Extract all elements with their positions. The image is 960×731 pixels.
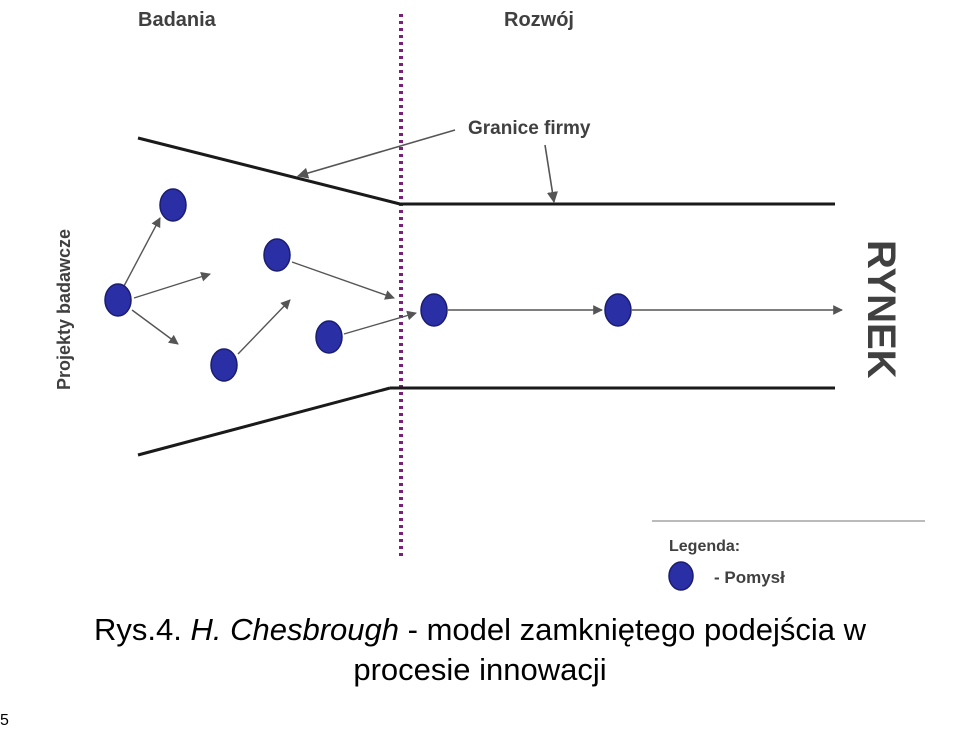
caption-line2-text: procesie innowacji [353, 652, 607, 687]
development-header: Rozwój [504, 9, 574, 31]
caption-line1-rest: - model zamkniętego podejścia w [399, 612, 866, 647]
ideas [104, 188, 632, 382]
legend-title: Legenda: [669, 538, 740, 555]
idea-dot [104, 283, 132, 317]
arrow-idea1-right [133, 271, 211, 299]
arrow-idea5-to-boundary [343, 310, 417, 335]
research-header: Badania [138, 9, 217, 31]
company-boundaries-label: Granice firmy [468, 118, 591, 139]
caption-prefix: Rys.4. [94, 612, 191, 647]
boundary-pointer-right [544, 144, 558, 204]
research-projects-label: Projekty badawcze [54, 229, 74, 390]
company-boundary-top [137, 136, 835, 206]
idea-dot [210, 348, 238, 382]
market-label: RYNEK [859, 240, 903, 379]
company-boundary-bottom [137, 386, 835, 457]
idea-dot [159, 188, 187, 222]
arrow-idea1-to-idea2 [123, 217, 161, 287]
arrow-idea1-down [131, 309, 179, 345]
caption-author: H. Chesbrough [190, 612, 400, 647]
idea-dot [315, 320, 343, 354]
figure-caption-line2: procesie innowacji [0, 652, 960, 688]
boundary-pointer-left [296, 129, 456, 179]
page-number: 5 [0, 712, 9, 729]
idea-dot [420, 293, 448, 327]
legend-idea-dot [668, 561, 694, 591]
arrow-idea4-up [237, 299, 291, 355]
figure-caption-line1: Rys.4. H. Chesbrough - model zamkniętego… [0, 612, 960, 648]
arrow-idea3-to-boundary [291, 261, 395, 300]
legend: Legenda: - Pomysł [652, 520, 925, 591]
legend-idea-label: - Pomysł [714, 568, 785, 587]
idea-flow-arrows [123, 217, 843, 355]
idea-dot [604, 293, 632, 327]
idea-dot [263, 238, 291, 272]
